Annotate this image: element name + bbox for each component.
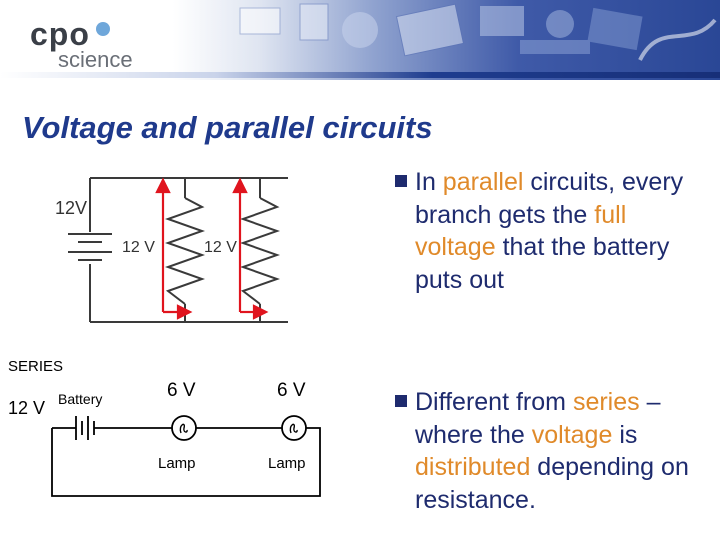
logo-dot-icon [96, 22, 110, 36]
highlight-term: series [572, 388, 640, 416]
bullet-series: Different from series – where the voltag… [395, 386, 700, 516]
lamp-1-voltage: 6 V [167, 380, 196, 401]
bullet-text-part: depending on resistance [415, 453, 689, 514]
lamp-2-label: Lamp [268, 455, 306, 472]
battery-symbol [68, 233, 112, 261]
logo-science-text: science [58, 47, 133, 72]
highlight-term: distributed [415, 453, 531, 481]
parallel-circuit-diagram: 12V 12 V 12 V [55, 177, 288, 323]
series-heading: SERIES [8, 358, 64, 375]
logo-cpo-text: cpo [30, 16, 90, 52]
header-banner: cpo science [0, 0, 720, 80]
bullet-text-part: is [612, 420, 638, 449]
voltage-arrows [155, 177, 269, 320]
bullet-text-part: circuits, every branch gets the [415, 168, 684, 229]
cpo-science-logo: cpo science [22, 16, 162, 72]
slide-title: Voltage and parallel circuits [22, 110, 433, 145]
lamp-2-voltage: 6 V [277, 380, 306, 401]
series-circuit-diagram [51, 415, 321, 497]
branch-voltage-1: 12 V [122, 239, 155, 256]
resistor-symbols [164, 197, 281, 305]
lamp-1-label: Lamp [158, 455, 196, 472]
highlight-term: full voltage [415, 200, 627, 262]
highlight-term: parallel [442, 168, 524, 196]
bullet-text: Different from series – where the voltag… [415, 386, 700, 516]
bullet-square-icon [395, 395, 407, 407]
bullet-text-part: In [415, 168, 443, 196]
branch-voltage-2: 12 V [204, 239, 237, 256]
bullet-text-part: Different from [415, 388, 573, 416]
banner-strip [0, 72, 720, 78]
bullet-text-part: that the battery puts out [415, 233, 670, 294]
parallel-battery-voltage: 12V [55, 198, 87, 218]
bullet-text-part: – where the [415, 388, 661, 449]
series-battery-voltage: 12 V [8, 398, 46, 418]
bullet-text-part: . [528, 485, 536, 514]
science-collage-image [239, 3, 717, 61]
highlight-term: voltage [531, 420, 613, 449]
bullet-text: In parallel circuits, every branch gets … [415, 166, 700, 296]
battery-label: Battery [58, 391, 103, 407]
bullet-square-icon [395, 175, 407, 187]
bullet-parallel: In parallel circuits, every branch gets … [395, 166, 700, 296]
